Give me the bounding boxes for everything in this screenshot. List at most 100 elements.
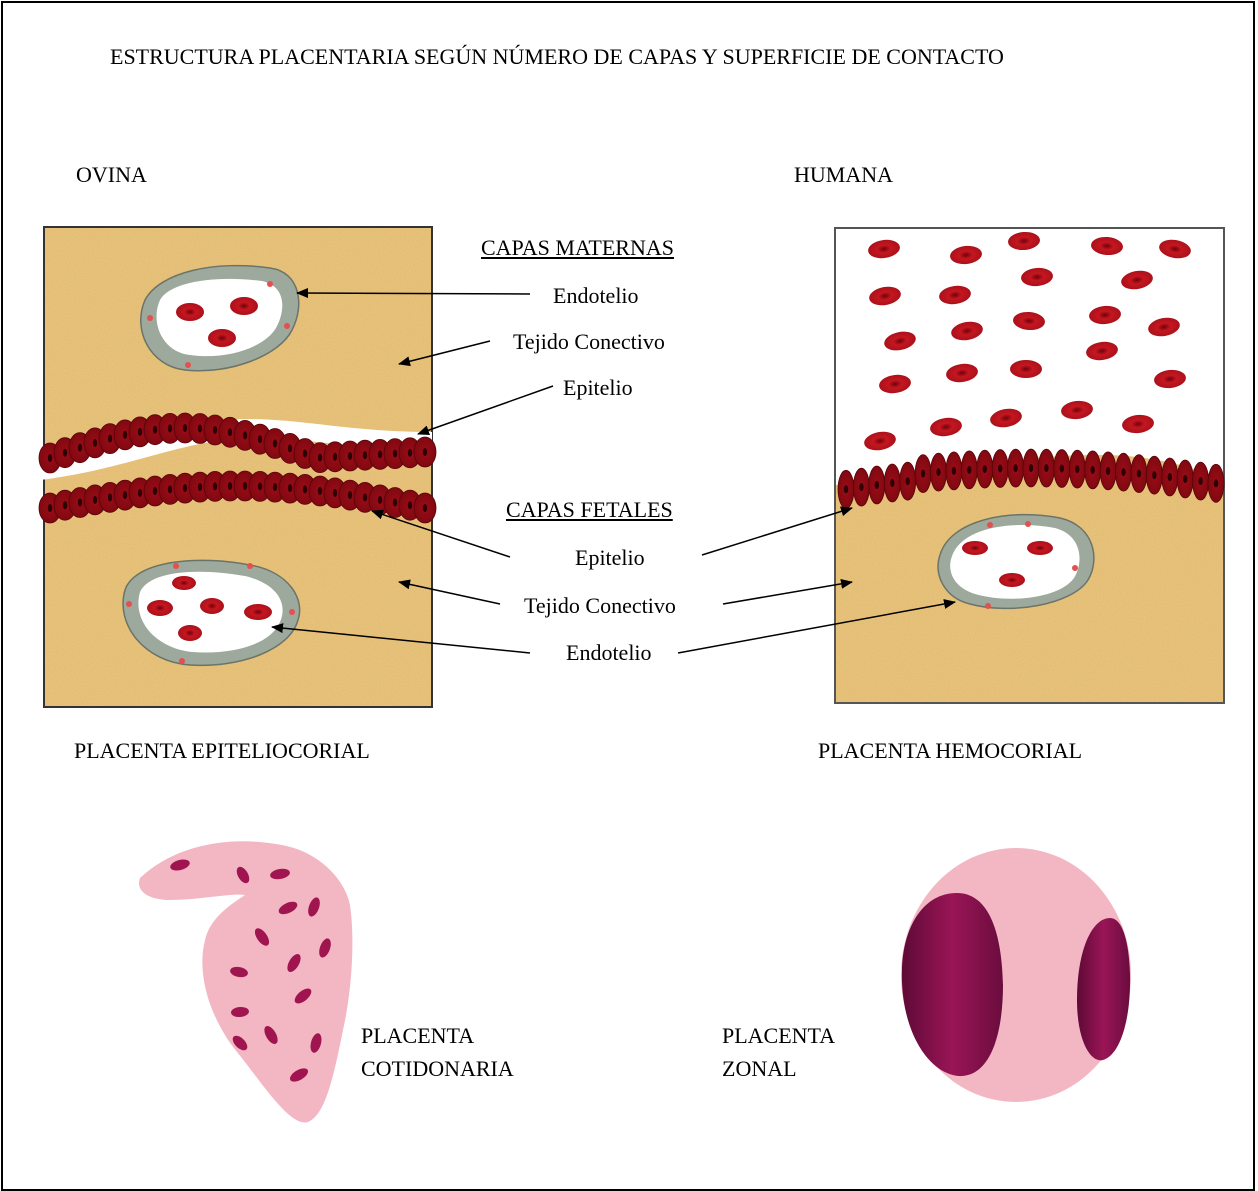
maternal-layers-heading: CAPAS MATERNAS: [481, 235, 674, 260]
cell-nucleus: [138, 489, 142, 497]
cell-nucleus: [78, 444, 82, 452]
cell-nucleus: [348, 452, 352, 460]
maternal-layer-endotelio: Endotelio: [553, 283, 639, 308]
label-ovina: OVINA: [76, 162, 147, 187]
cell-nucleus: [1091, 466, 1095, 474]
cell-nucleus: [243, 431, 247, 439]
placenta-cotidonaria-shape: [139, 841, 352, 1122]
fetal-layer-endotelio: Endotelio: [566, 640, 652, 665]
label-zonal-line2: ZONAL: [722, 1056, 797, 1081]
cell-nucleus: [258, 435, 262, 443]
cell-nucleus: [967, 466, 971, 474]
cell-nucleus: [1152, 471, 1156, 479]
cell-nucleus: [108, 493, 112, 501]
label-cotidonaria-line2: COTIDONARIA: [361, 1056, 514, 1081]
cell-nucleus: [228, 482, 232, 490]
cell-nucleus: [318, 454, 322, 462]
cell-nucleus: [213, 426, 217, 434]
cell-nucleus: [1198, 477, 1202, 485]
cell-nucleus: [1168, 473, 1172, 481]
cell-nucleus: [348, 491, 352, 499]
label-placenta-hemocorial: PLACENTA HEMOCORIAL: [818, 738, 1082, 763]
cell-nucleus: [890, 479, 894, 487]
cell-nucleus: [93, 496, 97, 504]
cell-nucleus: [1137, 470, 1141, 478]
cell-nucleus: [393, 450, 397, 458]
cell-nucleus: [844, 485, 848, 493]
humana-fetal-vessel: [938, 515, 1094, 609]
cell-nucleus: [63, 449, 67, 457]
cell-nucleus: [183, 424, 187, 432]
cell-nucleus: [153, 426, 157, 434]
cell-nucleus: [168, 424, 172, 432]
arrow-maternal-epitelio: [418, 386, 553, 434]
cell-nucleus: [1214, 479, 1218, 487]
cell-nucleus: [1029, 464, 1033, 472]
cell-nucleus: [378, 450, 382, 458]
placenta-zonal-shape: [901, 848, 1131, 1102]
page-title: ESTRUCTURA PLACENTARIA SEGÚN NÚMERO DE C…: [110, 44, 1004, 69]
cell-nucleus: [48, 504, 52, 512]
cell-nucleus: [1183, 475, 1187, 483]
cell-nucleus: [1013, 464, 1017, 472]
cell-nucleus: [875, 481, 879, 489]
label-cotidonaria-line1: PLACENTA: [361, 1023, 474, 1048]
cell-nucleus: [93, 439, 97, 447]
cell-nucleus: [258, 482, 262, 490]
label-humana: HUMANA: [794, 162, 893, 187]
red-blood-cell: [1010, 360, 1042, 378]
cell-nucleus: [1106, 467, 1110, 475]
cell-nucleus: [1075, 465, 1079, 473]
cell-nucleus: [123, 491, 127, 499]
cell-nucleus: [48, 454, 52, 462]
cell-nucleus: [1044, 464, 1048, 472]
cell-nucleus: [288, 484, 292, 492]
cell-nucleus: [1121, 468, 1125, 476]
fetal-layer-epitelio: Epitelio: [575, 545, 645, 570]
cell-nucleus: [378, 496, 382, 504]
cell-nucleus: [859, 483, 863, 491]
cell-nucleus: [1060, 465, 1064, 473]
cell-nucleus: [363, 493, 367, 501]
cell-nucleus: [198, 483, 202, 491]
cell-nucleus: [108, 435, 112, 443]
maternal-layer-epitelio: Epitelio: [563, 375, 633, 400]
maternal-layer-tejido: Tejido Conectivo: [513, 329, 665, 354]
fetal-layers-heading: CAPAS FETALES: [506, 497, 673, 522]
cell-nucleus: [303, 450, 307, 458]
cell-nucleus: [228, 428, 232, 436]
cell-nucleus: [906, 477, 910, 485]
cell-nucleus: [998, 465, 1002, 473]
cell-nucleus: [393, 499, 397, 507]
fetal-layer-tejido: Tejido Conectivo: [524, 593, 676, 618]
cell-nucleus: [318, 487, 322, 495]
cell-nucleus: [198, 425, 202, 433]
label-placenta-epiteliocorial: PLACENTA EPITELIOCORIAL: [74, 738, 370, 763]
cell-nucleus: [303, 485, 307, 493]
cell-nucleus: [936, 468, 940, 476]
cell-nucleus: [63, 501, 67, 509]
cell-nucleus: [921, 470, 925, 478]
cell-nucleus: [138, 428, 142, 436]
arrow-fetal-tejido-right: [723, 582, 852, 604]
arrow-maternal-endotelio: [297, 293, 530, 294]
cell-nucleus: [423, 504, 427, 512]
cell-nucleus: [333, 489, 337, 497]
cell-nucleus: [183, 484, 187, 492]
label-zonal-line1: PLACENTA: [722, 1023, 835, 1048]
cell-nucleus: [153, 487, 157, 495]
cell-nucleus: [408, 449, 412, 457]
cell-nucleus: [408, 501, 412, 509]
cell-nucleus: [423, 448, 427, 456]
cell-nucleus: [288, 444, 292, 452]
arrow-fetal-epitelio-right: [702, 508, 852, 555]
cell-nucleus: [983, 465, 987, 473]
cell-nucleus: [168, 485, 172, 493]
cell-nucleus: [123, 431, 127, 439]
cell-nucleus: [952, 467, 956, 475]
cell-nucleus: [273, 440, 277, 448]
cell-nucleus: [273, 483, 277, 491]
cell-nucleus: [243, 482, 247, 490]
cell-nucleus: [78, 499, 82, 507]
cell-nucleus: [213, 482, 217, 490]
